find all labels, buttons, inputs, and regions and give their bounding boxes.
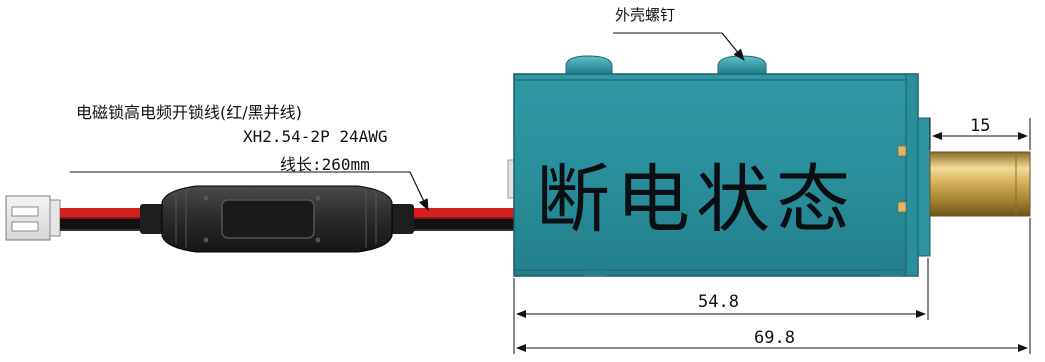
dimension-69-8: [516, 218, 1031, 354]
dimension-15-label: 15: [970, 116, 991, 136]
cable-title-label: 电磁锁高电频开锁线(红/黑并线): [76, 103, 302, 122]
dimension-69-8-label: 69.8: [754, 328, 795, 348]
cable-length-label: 线长:260mm: [280, 155, 370, 174]
dimension-15: [929, 118, 1031, 150]
cable-spec-label: XH2.54-2P 24AWG: [243, 127, 388, 146]
dimension-54-8: [513, 258, 929, 354]
solenoid-body: [507, 73, 931, 277]
housing-screw-left: [565, 55, 613, 75]
housing-screw-label: 外壳螺钉: [615, 6, 676, 24]
plunger: [929, 151, 1031, 217]
xh-connector: [5, 195, 61, 241]
screw-leader: [613, 32, 745, 61]
power-off-state-label: 断电状态: [536, 157, 856, 243]
housing-screw-right: [717, 55, 767, 75]
wire-pair-right: [412, 208, 514, 231]
cable-leader: [70, 171, 429, 212]
dimension-54-8-label: 54.8: [698, 292, 739, 312]
wire-pair-left: [60, 208, 166, 231]
cable-sleeve: [140, 185, 414, 253]
